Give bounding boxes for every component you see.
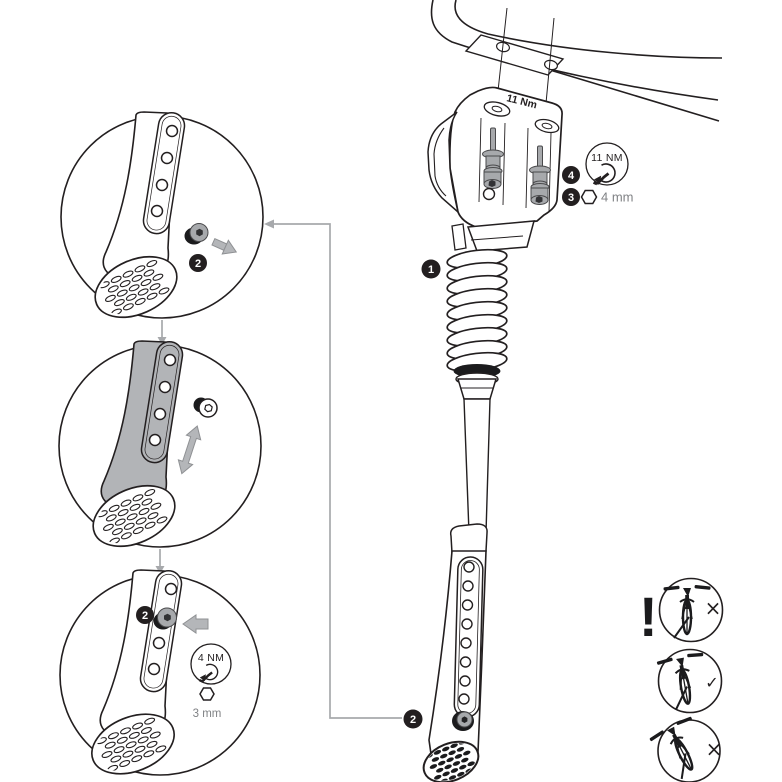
warning-exclamation: ! <box>639 585 658 648</box>
step-badges: 1 2 <box>403 259 441 729</box>
adjust-double-arrow-icon <box>177 425 202 475</box>
badge-step-3-label: 3 <box>568 192 574 204</box>
bike-slight-lean-icon <box>655 649 714 713</box>
mount-bolt-2 <box>529 145 551 205</box>
connector-arrowhead <box>155 566 165 574</box>
badge-step-4 <box>562 166 580 184</box>
badge-step-2-bottom-label: 2 <box>410 714 416 726</box>
bike-upright-icon <box>662 583 712 640</box>
insert-arrow-icon <box>182 614 209 634</box>
badge-step-4-label: 4 <box>568 170 575 182</box>
hex-socket <box>461 716 468 723</box>
hex-socket <box>535 196 543 203</box>
badge-step-2-bottom <box>403 709 423 729</box>
mount-bolt-1 <box>482 127 504 201</box>
cross-icon: × <box>706 737 723 761</box>
mount-lower-tab <box>451 223 467 251</box>
badge-step-2 <box>136 606 154 624</box>
connector-arrowhead <box>157 337 167 345</box>
mount-torque-callout: 4 11 NM 3 4 mm <box>562 142 634 206</box>
hex-socket <box>164 613 171 622</box>
kickstand-spring-assembly <box>446 248 508 400</box>
warning-circle-upright <box>658 577 724 643</box>
adjustment-holes <box>458 561 475 705</box>
remove-arrow-icon <box>211 237 238 255</box>
collar <box>456 378 498 400</box>
hex-key-icon <box>199 687 215 701</box>
check-icon: ✓ <box>705 673 718 692</box>
detail-connectors <box>155 219 402 719</box>
mount-torque-value: 11 NM <box>591 152 623 164</box>
hex-socket <box>196 228 203 237</box>
foot-detail <box>91 713 175 775</box>
lean-warning-panel: ! × ✓ × <box>639 577 724 782</box>
pivot-ball <box>482 187 496 201</box>
mount-countersink-hole <box>483 101 511 117</box>
leg-shaft <box>463 398 491 534</box>
warning-circle-correct-lean <box>657 648 723 714</box>
leg-cuff <box>449 523 488 555</box>
bike-frame-tube <box>430 0 723 147</box>
badge-step-2-label: 2 <box>142 610 148 622</box>
badge-step-1-label: 1 <box>428 264 434 276</box>
kickstand-mount: 11 Nm <box>427 86 563 252</box>
hex-socket <box>488 180 496 187</box>
hex-socket <box>204 403 213 413</box>
mount-side-wing <box>427 111 460 215</box>
badge-step-2-label: 2 <box>195 258 201 270</box>
kickstand-leg <box>422 398 491 782</box>
kickstand-foot <box>422 739 480 782</box>
foot-detail <box>94 255 178 319</box>
connector-arrowhead <box>264 219 274 229</box>
detail-circle-remove-bolt: 2 <box>60 111 264 319</box>
plate-hole <box>543 59 559 71</box>
mount-neck <box>466 220 536 252</box>
leg-torque-value: 4 NM <box>198 652 224 664</box>
mount-countersink-hole <box>534 118 560 134</box>
cross-icon: × <box>705 596 722 620</box>
badge-step-1 <box>421 259 441 279</box>
detail-circle-adjust-length <box>58 340 262 548</box>
badge-step-2 <box>189 254 207 272</box>
detail-circle-install-bolt: 2 4 NM 3 mm <box>59 569 261 776</box>
removed-bolt <box>198 398 218 418</box>
mounting-plate <box>464 34 565 76</box>
leg-torque-callout: 4 NM 3 mm <box>190 643 232 720</box>
hex-key-icon <box>580 189 598 205</box>
leg-hex-size: 3 mm <box>193 708 222 720</box>
foot-detail <box>92 484 176 548</box>
mount-hex-size: 4 mm <box>601 190 634 205</box>
torque-wrench-icon <box>592 162 617 186</box>
badge-step-3 <box>562 188 580 206</box>
